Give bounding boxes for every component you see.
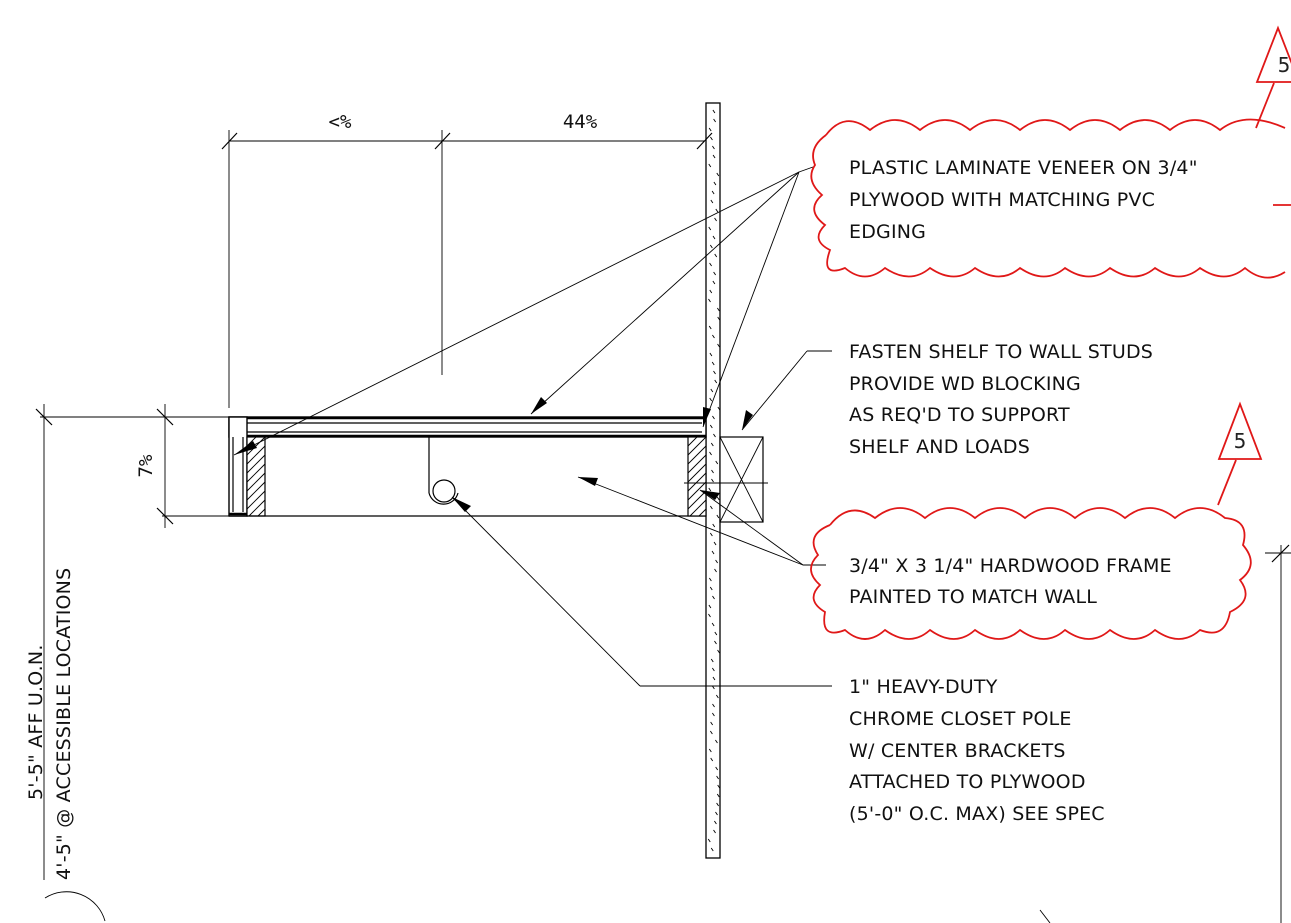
note-pole-line3: W/ CENTER BRACKETS <box>849 740 1066 762</box>
dimension-right: 44% <box>563 111 598 133</box>
shelf-assembly <box>228 416 707 517</box>
note-pole-line4: ATTACHED TO PLYWOOD <box>849 771 1086 793</box>
dimension-shelf-height: 7% <box>135 454 157 477</box>
revision-triangle-top <box>1255 25 1291 206</box>
note-frame-line2: PAINTED TO MATCH WALL <box>849 586 1097 608</box>
wall-blocking <box>684 436 768 523</box>
revision-number-mid: 5 <box>1234 429 1247 453</box>
revision-cloud-frame <box>810 507 1252 640</box>
top-dimensions <box>221 130 713 408</box>
note-fasten-line2: PROVIDE WD BLOCKING <box>849 373 1081 395</box>
revision-cloud-laminate <box>810 118 1286 279</box>
note-frame-line1: 3/4" X 3 1/4" HARDWOOD FRAME <box>849 555 1172 577</box>
note-pole-line5: (5'-0" O.C. MAX) SEE SPEC <box>849 803 1105 825</box>
height-dimension <box>156 404 229 528</box>
height-note-line1: 5'-5" AFF U.O.N. <box>25 644 47 800</box>
detail-bubble-partial <box>44 891 106 922</box>
dimension-left: <% <box>329 111 352 133</box>
note-fasten-line3: AS REQ'D TO SUPPORT <box>849 404 1070 426</box>
revision-number-top: 5 <box>1278 53 1291 77</box>
wall-section <box>705 102 721 859</box>
note-laminate-line1: PLASTIC LAMINATE VENEER ON 3/4" <box>849 157 1198 179</box>
note-fasten-line4: SHELF AND LOADS <box>849 436 1030 458</box>
note-pole-line1: 1" HEAVY-DUTY <box>849 676 998 698</box>
aff-dimension-line <box>35 404 162 880</box>
leader-arrowheads <box>234 397 753 512</box>
note-fasten-line1: FASTEN SHELF TO WALL STUDS <box>849 341 1153 363</box>
revision-triangle-mid <box>1217 401 1263 506</box>
height-note-line2: 4'-5" @ ACCESSIBLE LOCATIONS <box>53 568 75 880</box>
note-laminate-line3: EDGING <box>849 221 926 243</box>
leader-lines <box>233 166 832 687</box>
section-mark-partial <box>1039 909 1051 923</box>
note-laminate-line2: PLYWOOD WITH MATCHING PVC <box>849 189 1155 211</box>
adjacent-detail-partial <box>1265 544 1291 923</box>
note-pole-line2: CHROME CLOSET POLE <box>849 708 1072 730</box>
